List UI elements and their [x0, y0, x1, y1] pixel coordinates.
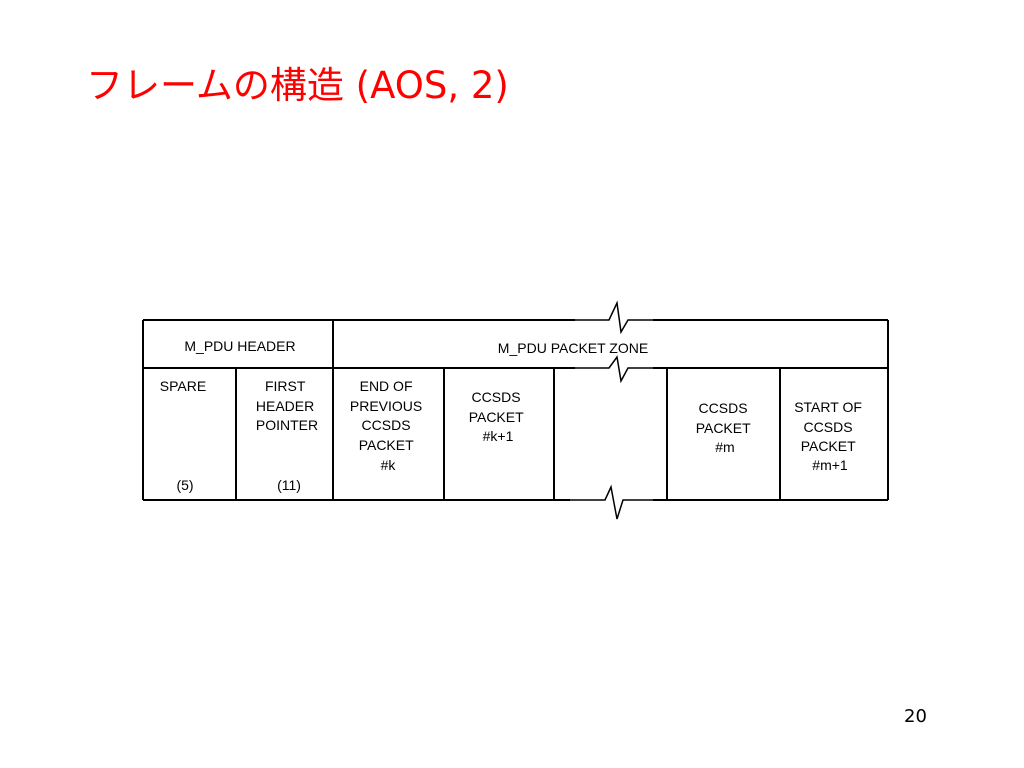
- ccsds-packet-m-label: CCSDS PACKET #m: [696, 400, 755, 455]
- first-header-pointer-bits: (11): [277, 477, 301, 493]
- spare-field-bits: (5): [176, 477, 193, 493]
- spare-field-label: SPARE: [160, 378, 206, 394]
- break-marker-bottom: [570, 484, 653, 520]
- break-markers: [570, 300, 670, 520]
- frame-outline: [142, 319, 889, 501]
- break-marker-middle: [575, 355, 653, 384]
- page-number: 20: [904, 706, 927, 727]
- end-of-previous-packet-label: END OF PREVIOUS CCSDS PACKET #k: [350, 378, 426, 473]
- break-marker-top: [575, 300, 670, 335]
- start-of-packet-m-plus-1-label: START OF CCSDS PACKET #m+1: [794, 399, 866, 473]
- first-header-pointer-label: FIRST HEADER POINTER: [256, 378, 318, 433]
- cell-dividers: [235, 320, 781, 500]
- ccsds-packet-k-plus-1-label: CCSDS PACKET #k+1: [469, 389, 528, 444]
- m-pdu-packet-zone-label: M_PDU PACKET ZONE: [498, 340, 648, 356]
- m-pdu-header-label: M_PDU HEADER: [184, 338, 295, 354]
- slide-title: フレームの構造 (AOS, 2): [86, 64, 509, 107]
